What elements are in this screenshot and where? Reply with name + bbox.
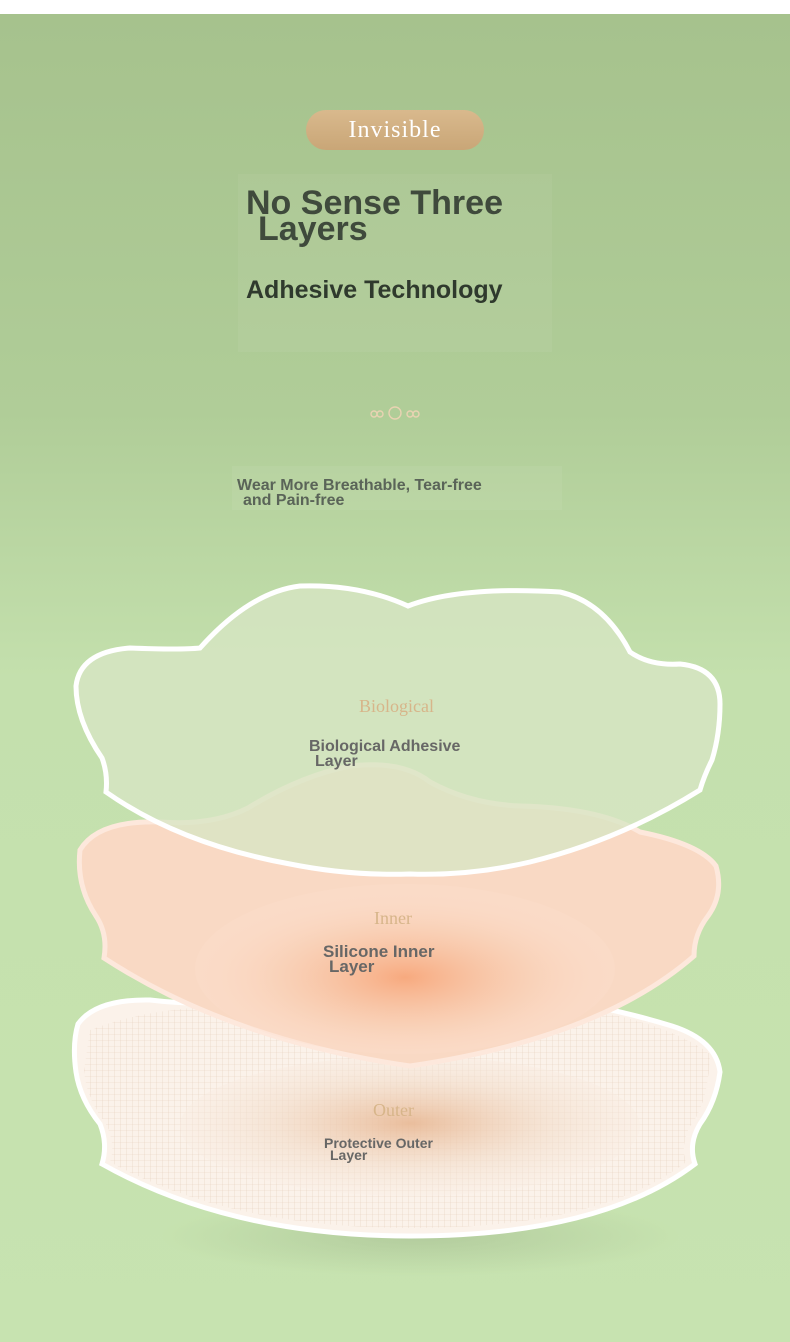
outer-tag: Outer <box>373 1100 414 1120</box>
biological-label-line-1: Biological Adhesive <box>309 738 461 755</box>
title-line-2: Layers <box>258 210 368 248</box>
biological-layer-label: Biological Adhesive Layer <box>309 738 461 770</box>
heading-panel <box>238 174 552 352</box>
invisible-badge: Invisible <box>306 110 484 150</box>
biological-layer-shape <box>73 583 723 877</box>
badge-label: Invisible <box>348 117 442 143</box>
ornament-divider-icon <box>370 406 420 420</box>
outer-layer-shape <box>71 993 723 1239</box>
inner-layer-label: Silicone Inner Layer <box>323 942 435 976</box>
title-line-1: No Sense Three <box>246 184 503 222</box>
biological-tag: Biological <box>359 696 434 716</box>
outer-label-line-1: Protective Outer <box>324 1135 433 1151</box>
page-subtitle: Adhesive Technology <box>246 276 503 304</box>
page-title: No Sense Three Layers <box>246 186 566 248</box>
tagline-panel <box>232 466 562 510</box>
inner-label-line-1: Silicone Inner <box>323 942 435 961</box>
layer-illustration <box>71 583 723 1276</box>
outer-label-line-2: Layer <box>330 1147 368 1163</box>
outer-layer-label: Protective Outer Layer <box>324 1135 433 1163</box>
inner-label-line-2: Layer <box>329 957 375 976</box>
tagline-line-2: and Pain-free <box>243 492 345 509</box>
product-infographic: Invisible No Sense Three Layers Adhesive… <box>0 14 790 1342</box>
inner-tag: Inner <box>374 908 412 928</box>
biological-label-line-2: Layer <box>315 753 358 770</box>
tagline: Wear More Breathable, Tear-free and Pain… <box>237 477 567 509</box>
tagline-line-1: Wear More Breathable, Tear-free <box>237 477 482 494</box>
